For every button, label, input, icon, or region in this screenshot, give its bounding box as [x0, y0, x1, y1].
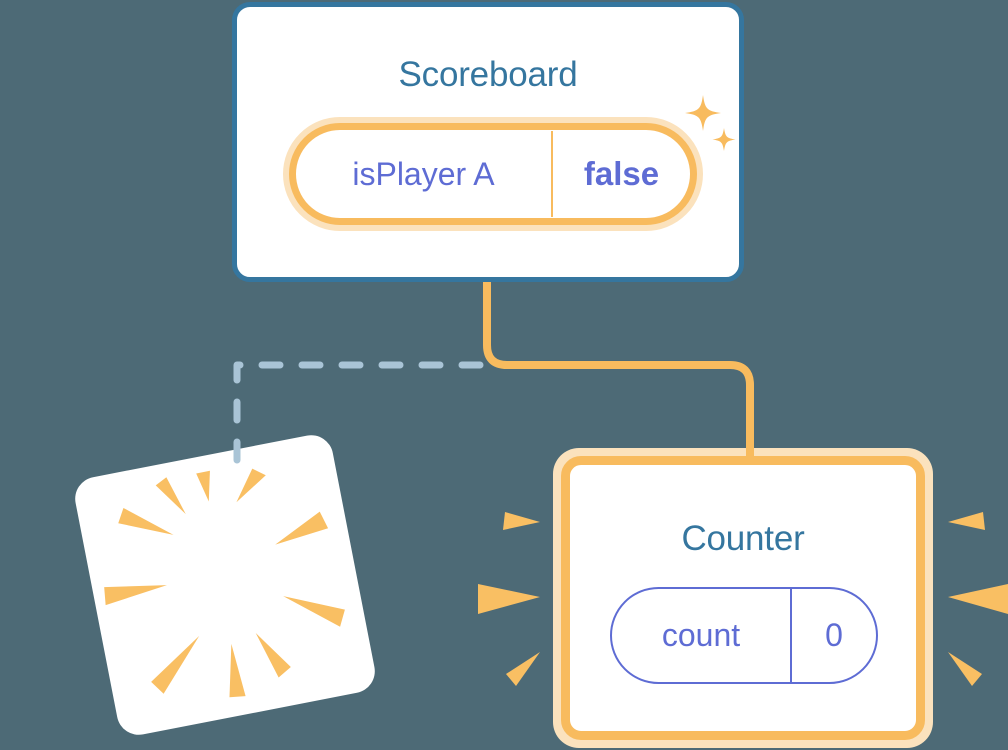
scoreboard-pill-value: false: [583, 155, 660, 192]
scoreboard-card[interactable]: Scoreboard isPlayer A false: [232, 2, 744, 282]
counter-pill-value: 0: [825, 617, 843, 653]
counter-burst-ray-left: [478, 584, 540, 614]
counter-burst-ray-left: [506, 652, 540, 686]
scoreboard-state-pill[interactable]: isPlayer A false: [283, 117, 703, 231]
counter-card[interactable]: Counter: [553, 448, 933, 748]
counter-burst-ray-right: [948, 652, 982, 686]
connector-scoreboard-to-counter: [483, 282, 754, 462]
counter-burst-ray-left: [503, 512, 540, 530]
ghost-card[interactable]: [71, 431, 379, 739]
counter-state-pill[interactable]: count 0: [610, 587, 878, 684]
pill-body: isPlayer A false: [289, 123, 697, 225]
counter-burst-ray-right: [948, 512, 985, 530]
pill-divider: [790, 589, 792, 682]
pill-highlight-glow: [283, 117, 703, 231]
counter-title: Counter: [681, 519, 805, 558]
pill-divider: [551, 131, 553, 217]
scoreboard-pill-key: isPlayer A: [352, 155, 495, 192]
scoreboard-title: Scoreboard: [398, 55, 578, 94]
counter-pill-key: count: [661, 617, 741, 653]
counter-burst-ray-right: [948, 584, 1008, 614]
